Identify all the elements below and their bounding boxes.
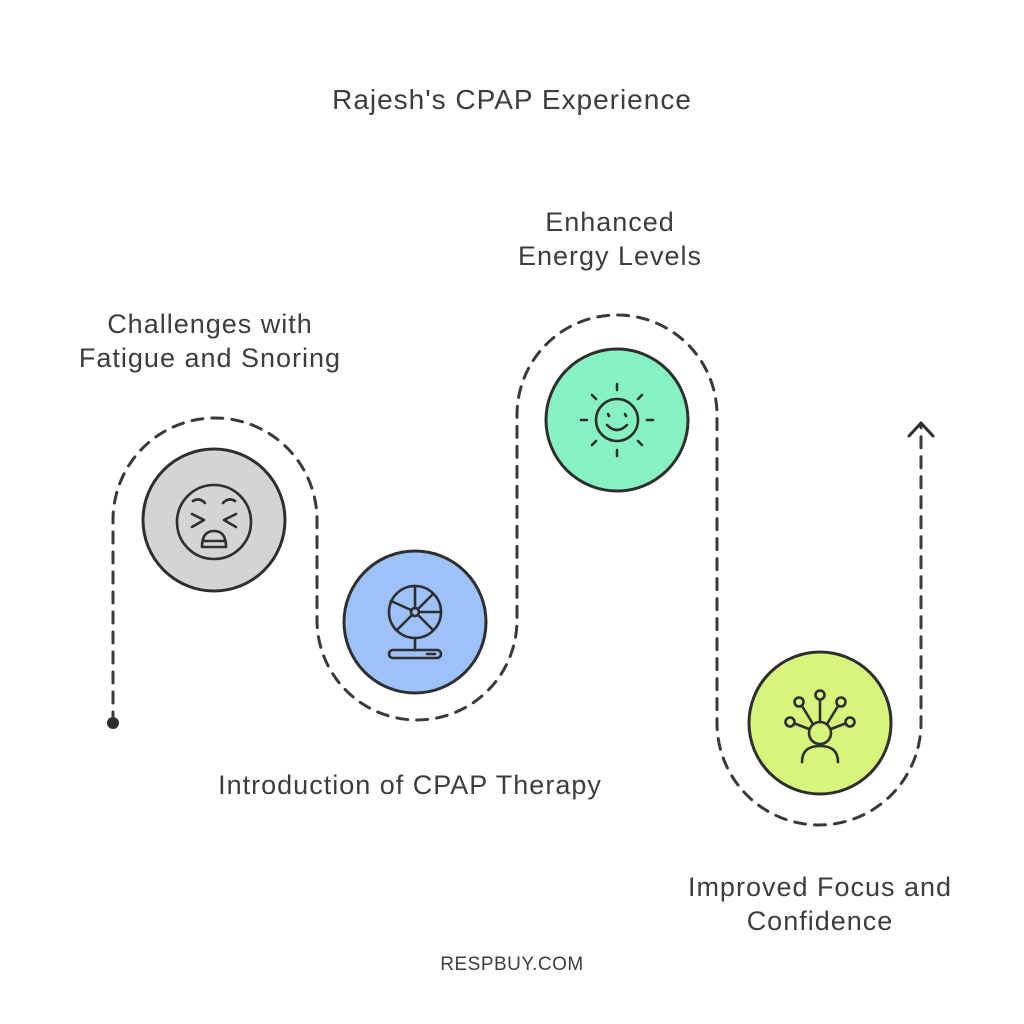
step-3-label: Enhanced Energy Levels: [460, 205, 760, 273]
step-3-circle: [544, 347, 690, 493]
step-3-label-line-2: Energy Levels: [517, 241, 703, 271]
path-start-dot: [107, 717, 119, 729]
fan-icon: [387, 584, 443, 660]
tired-face-icon: [175, 483, 253, 561]
step-1-node: [141, 447, 287, 593]
smiling-sun-icon: [579, 382, 655, 458]
step-4-label: Improved Focus and Confidence: [640, 870, 1000, 938]
step-4-label-line-2: Confidence: [746, 906, 894, 936]
step-3-node: [544, 347, 690, 493]
step-3-label-line-1: Enhanced: [545, 207, 675, 237]
step-1-circle: [141, 447, 287, 593]
step-1-label-line-1: Challenges with: [107, 309, 313, 339]
step-2-circle: [342, 549, 488, 695]
step-2-node: [342, 549, 488, 695]
path-end-arrow-icon: [907, 421, 935, 438]
step-4-label-line-1: Improved Focus and: [687, 872, 953, 902]
journey-path: [111, 313, 923, 827]
step-1-label-line-2: Fatigue and Snoring: [78, 343, 342, 373]
step-2-label: Introduction of CPAP Therapy: [160, 768, 660, 802]
footer-brand: RESPBUY.COM: [440, 954, 584, 975]
step-2-label-line-1: Introduction of CPAP Therapy: [218, 770, 602, 800]
focused-person-icon: [784, 689, 856, 764]
step-1-label: Challenges with Fatigue and Snoring: [40, 307, 380, 375]
diagram-title: Rajesh's CPAP Experience: [332, 84, 692, 115]
step-4-node: [747, 650, 893, 796]
